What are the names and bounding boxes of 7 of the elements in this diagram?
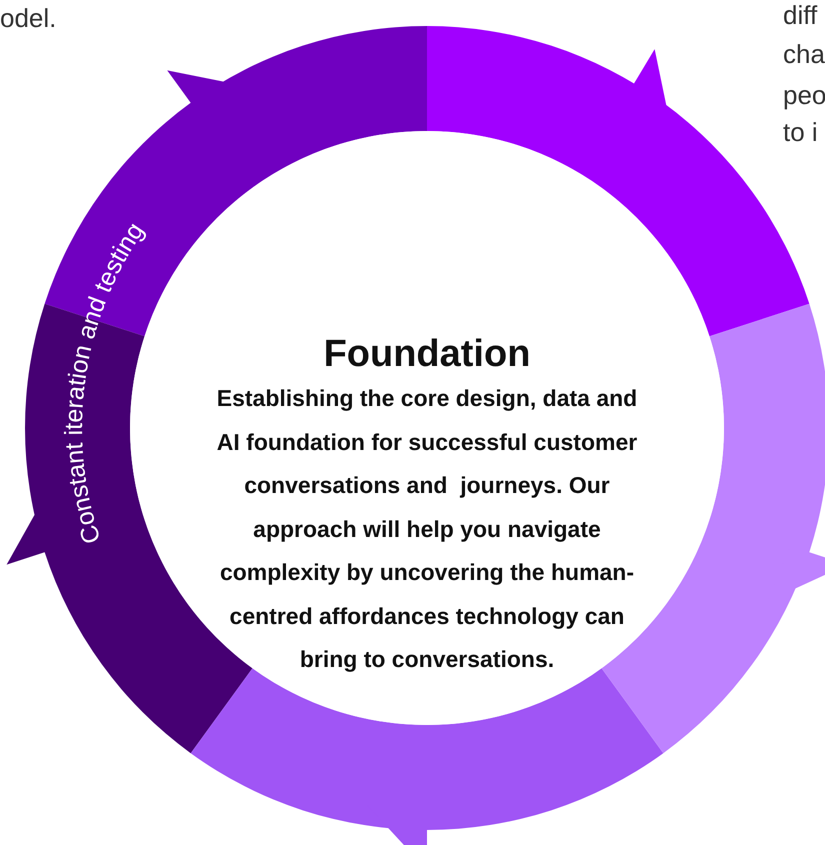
text-fragment: odel. xyxy=(0,4,56,32)
text-fragment: to i xyxy=(783,118,818,146)
text-fragment: cha xyxy=(783,40,825,68)
description: Establishing the core design, data and AI foundation for successful customer conversations and journeys. Our approach will help you navigate complexity by uncovering the human-centred affordances technology can bring to conversations. xyxy=(216,384,638,674)
heading: Foundation xyxy=(324,332,530,377)
text-fragment: peo xyxy=(783,81,825,109)
text-fragment: diff xyxy=(783,1,818,29)
